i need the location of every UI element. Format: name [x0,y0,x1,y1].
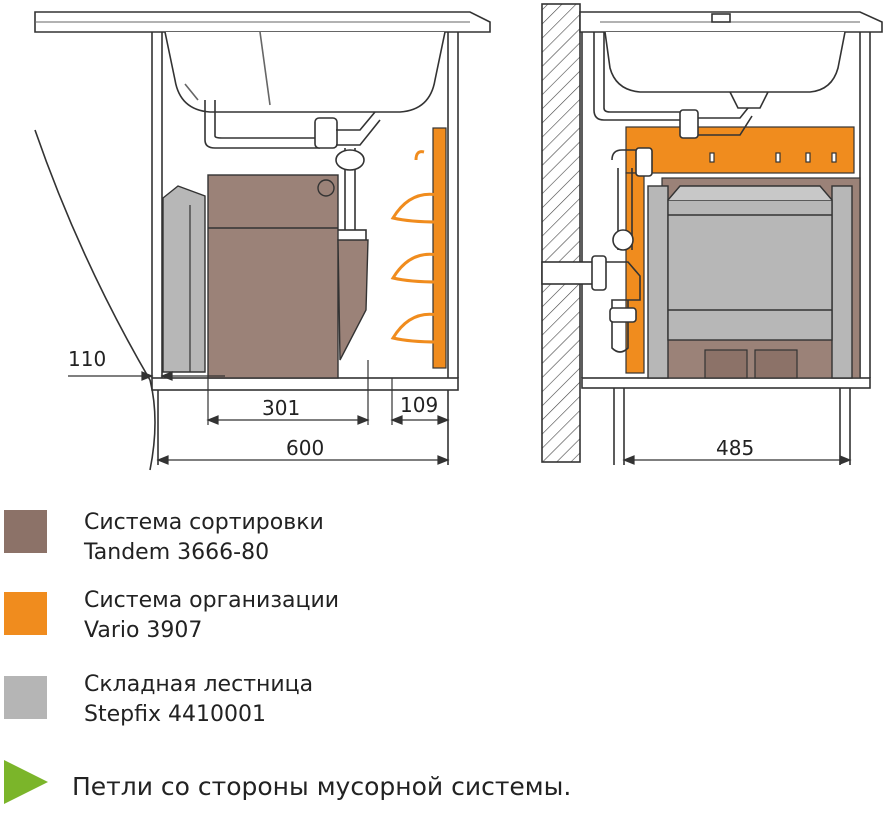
cabinet-diagram: 110 301 109 600 [34,3,883,471]
sink-bowl-left [164,31,446,113]
side-dimensions [68,360,450,465]
front-dimensions [622,455,852,465]
drain-pipes-front [541,32,753,353]
hatched-wall [541,3,581,463]
vario-swatch [4,592,47,635]
dimension-600: 600 [286,436,324,460]
vario-organizer [390,127,447,369]
legend-line2: Vario 3907 [84,618,203,643]
front-view [541,3,883,465]
legend-line1: Система сортировки [84,510,324,535]
stepfix-front [647,185,853,379]
legend-line1: Система организации [84,588,340,613]
dimension-485: 485 [716,436,754,460]
green-triangle-arrow-icon [4,760,48,804]
stepfix-swatch [4,676,47,719]
legend-line2: Tandem 3666-80 [84,540,270,565]
legend-text-vario: Система организации Vario 3907 [84,586,339,646]
door-arc [34,129,156,471]
legend-line2: Stepfix 4410001 [84,702,266,727]
side-view [34,11,491,471]
dimension-110: 110 [68,347,106,371]
legend-text-stepfix: Складная лестница Stepfix 4410001 [84,670,313,730]
hinge-note: Петли со стороны мусорной системы. [72,772,572,801]
tandem-bin [207,174,369,379]
dimension-109: 109 [400,393,438,417]
sink-bowl-right [604,31,846,93]
legend-text-tandem: Система сортировки Tandem 3666-80 [84,508,324,568]
tandem-swatch [4,510,47,553]
legend-line1: Складная лестница [84,672,314,697]
stepfix-ladder [162,185,206,373]
dimension-301: 301 [262,396,300,420]
